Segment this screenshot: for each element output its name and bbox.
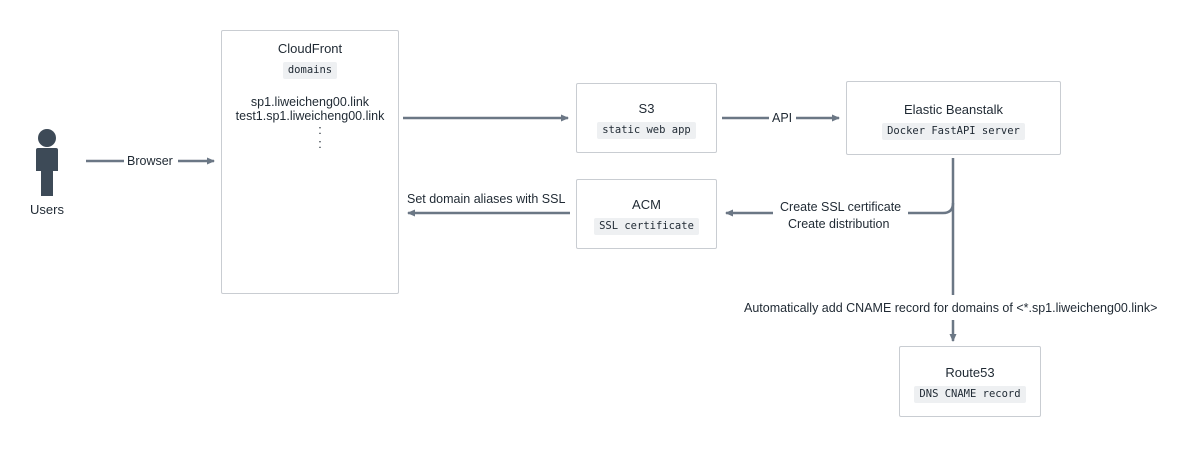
- beanstalk-tag: Docker FastAPI server: [882, 123, 1025, 140]
- beanstalk-title: Elastic Beanstalk: [904, 102, 1003, 117]
- domain-item: test1.sp1.liweicheng00.link: [235, 109, 385, 123]
- cloudfront-node: CloudFront domains sp1.liweicheng00.link…: [221, 30, 399, 294]
- acm-node: ACM SSL certificate: [576, 179, 717, 249]
- user-icon: [36, 129, 58, 196]
- domain-ellipsis: :: [318, 137, 322, 151]
- domain-ellipsis: :: [318, 123, 322, 137]
- users-node: Users: [20, 126, 74, 222]
- domain-item: sp1.liweicheng00.link: [250, 95, 370, 109]
- browser-label: Browser: [127, 154, 173, 168]
- cloudfront-tag: domains: [282, 62, 338, 79]
- s3-tag: static web app: [597, 122, 696, 139]
- beanstalk-node: Elastic Beanstalk Docker FastAPI server: [846, 81, 1061, 155]
- route53-tag: DNS CNAME record: [914, 386, 1026, 403]
- create-ssl-label: Create SSL certificate: [780, 200, 902, 214]
- set-alias-label: Set domain aliases with SSL: [407, 192, 566, 206]
- s3-title: S3: [638, 101, 655, 116]
- edge-beanstalk-down: [908, 158, 955, 215]
- create-distribution-label: Create distribution: [788, 217, 890, 231]
- users-label: Users: [30, 202, 64, 217]
- cname-label: Automatically add CNAME record for domai…: [744, 301, 1158, 315]
- cloudfront-title: CloudFront: [277, 41, 343, 56]
- route53-node: Route53 DNS CNAME record: [899, 346, 1041, 417]
- s3-node: S3 static web app: [576, 83, 717, 153]
- api-label: API: [772, 111, 793, 125]
- acm-title: ACM: [632, 197, 661, 212]
- acm-tag: SSL certificate: [594, 218, 699, 235]
- route53-title: Route53: [945, 365, 995, 380]
